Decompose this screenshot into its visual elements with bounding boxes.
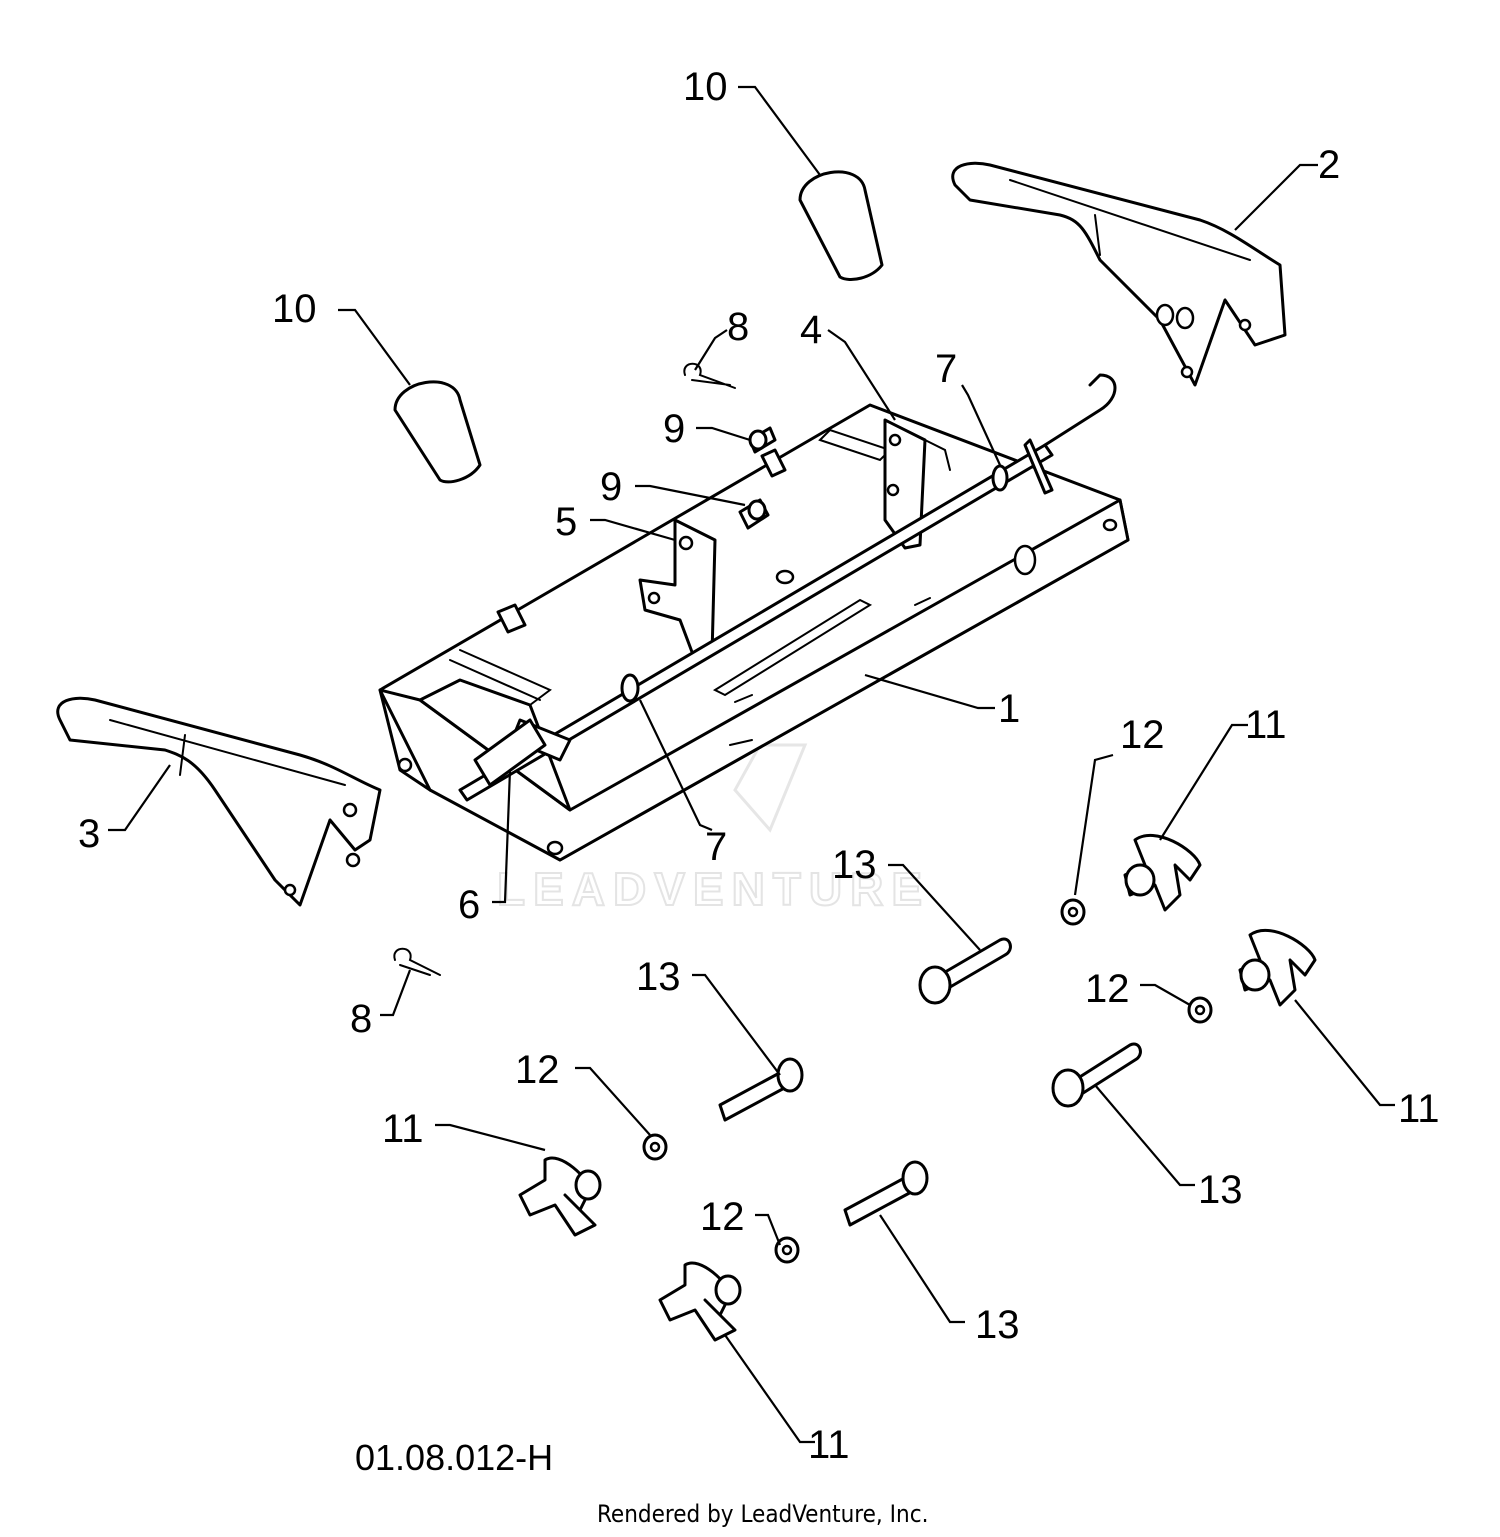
- callout-1: 1: [998, 687, 1020, 731]
- part-8-clips: [393, 362, 736, 976]
- callout-8-top: 8: [727, 305, 749, 349]
- callout-5: 5: [555, 500, 577, 544]
- footer-credit: Rendered by LeadVenture, Inc.: [597, 1500, 928, 1528]
- callout-7-right: 7: [935, 347, 957, 391]
- callout-12-b: 12: [1085, 967, 1130, 1011]
- part-12-washers: [642, 898, 1213, 1264]
- callout-12-d: 12: [700, 1195, 745, 1239]
- callout-4: 4: [800, 308, 822, 352]
- drawing-number: 01.08.012-H: [355, 1437, 553, 1478]
- callout-13-b: 13: [636, 955, 681, 999]
- callout-13-a: 13: [832, 843, 877, 887]
- leader-lines: [108, 85, 1395, 1444]
- callout-8-bottom: 8: [350, 997, 372, 1041]
- callout-12-a: 12: [1120, 713, 1165, 757]
- watermark-logo: LEADVENTURE: [496, 637, 930, 916]
- callout-9-upper: 9: [663, 407, 685, 451]
- part-13-bolts: [718, 937, 1142, 1227]
- callout-6: 6: [458, 883, 480, 927]
- part-4-bracket: [883, 418, 951, 550]
- callout-10-left: 10: [272, 287, 317, 331]
- callout-labels: 10 10 2 8 4 7 9 9 5 1 3 7 6 12 11 13 8 1…: [78, 65, 1440, 1467]
- callout-13-c: 13: [1198, 1168, 1243, 1212]
- part-5-bracket: [638, 518, 717, 662]
- callout-7-left: 7: [705, 825, 727, 869]
- part-11-knobs: [518, 833, 1317, 1342]
- callout-9-lower: 9: [600, 465, 622, 509]
- callout-11-a: 11: [1245, 703, 1287, 747]
- callout-12-c: 12: [515, 1048, 560, 1092]
- part-3-handle: [56, 696, 382, 907]
- callout-13-d: 13: [975, 1303, 1020, 1347]
- callout-3: 3: [78, 812, 100, 856]
- callout-11-d: 11: [808, 1423, 850, 1467]
- callout-10-top: 10: [683, 65, 728, 109]
- part-10-knobs: [393, 170, 884, 484]
- callout-11-c: 11: [382, 1107, 424, 1151]
- part-2-handle: [951, 161, 1287, 387]
- adjustment-rod: [458, 373, 1117, 802]
- watermark-text: LEADVENTURE: [497, 863, 930, 915]
- callout-11-b: 11: [1398, 1087, 1440, 1131]
- callout-2: 2: [1318, 143, 1340, 187]
